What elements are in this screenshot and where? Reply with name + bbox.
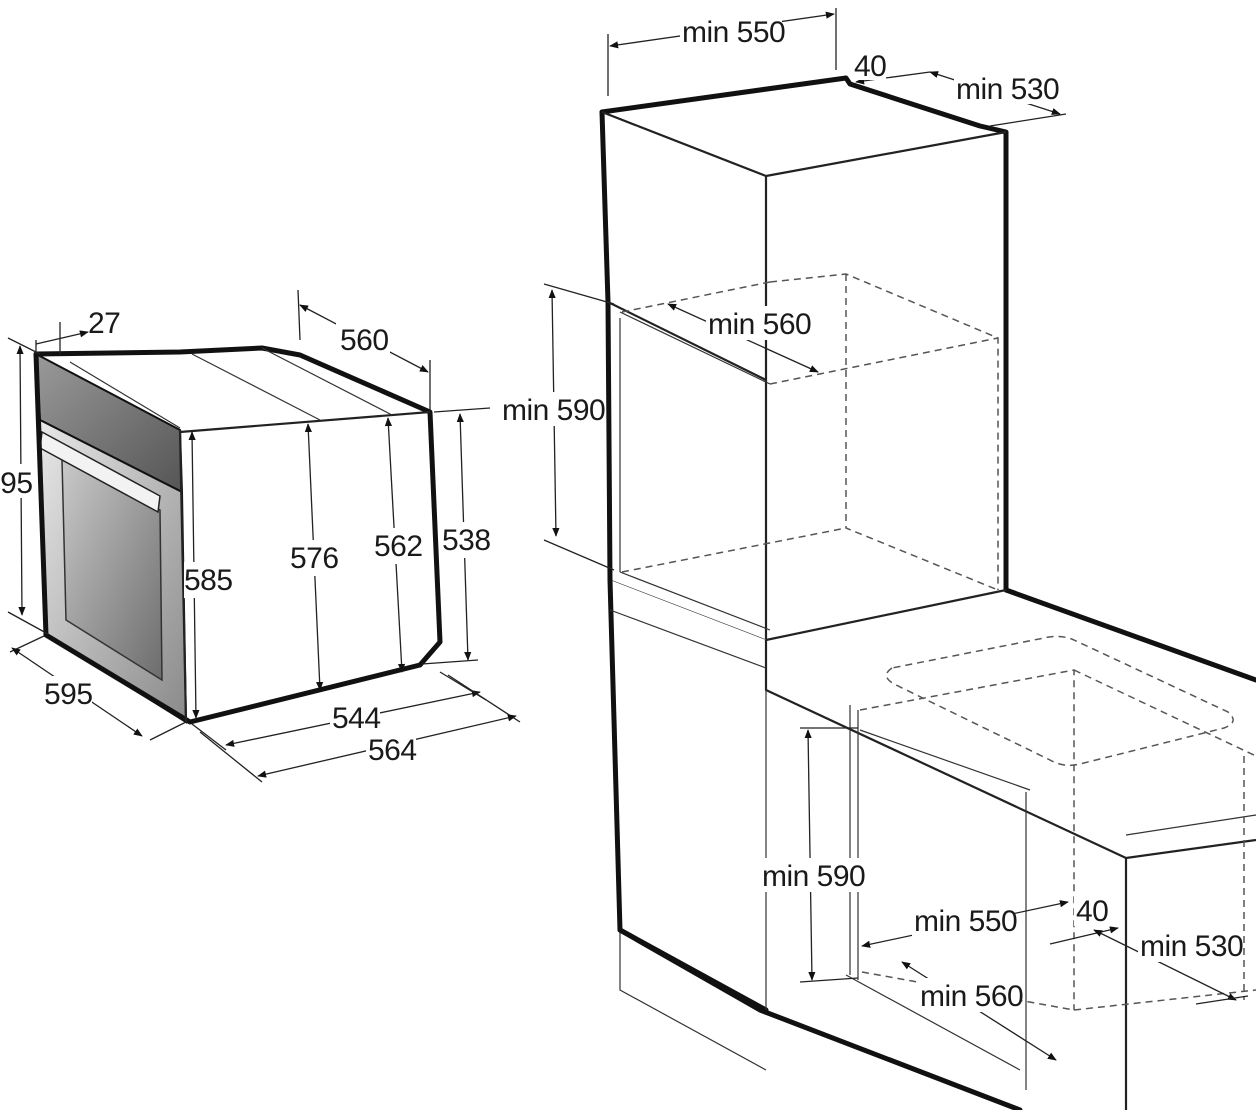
label-oven-width-front: 595: [44, 678, 93, 711]
label-column-inner-width: min 560: [708, 308, 811, 341]
label-oven-depth-bottom-b: 564: [368, 734, 417, 767]
label-oven-depth-bottom-a: 544: [332, 702, 381, 735]
label-under-counter-depth: min 530: [1140, 930, 1243, 963]
label-oven-panel-depth: 27: [88, 307, 120, 340]
label-under-counter-width: min 550: [914, 905, 1017, 938]
label-oven-body-height-b: 562: [374, 530, 423, 563]
hob-cutout: [885, 635, 1234, 767]
base-cabinet: [607, 577, 1256, 1110]
label-oven-back-height: 538: [442, 524, 491, 557]
label-under-counter-vent-gap: 40: [1076, 895, 1108, 928]
oven-top: [38, 348, 430, 432]
label-column-vent-gap: 40: [854, 50, 886, 83]
label-oven-door-height: 585: [184, 564, 233, 597]
label-under-counter-inner-width: min 560: [920, 980, 1023, 1013]
tall-cabinet: [599, 75, 1009, 641]
label-oven-height-front: 595: [0, 467, 33, 500]
label-column-depth: min 530: [956, 73, 1059, 106]
label-under-counter-height: min 590: [762, 860, 865, 893]
dimension-labels: 595 27 560 585 576 562 538 595 544 564 m…: [0, 14, 1244, 1013]
label-oven-top-depth: 560: [340, 324, 389, 357]
oven-dimensions: [7, 289, 521, 783]
label-oven-body-height-a: 576: [290, 542, 339, 575]
label-column-width: min 550: [682, 16, 785, 49]
label-column-height: min 590: [502, 394, 605, 427]
